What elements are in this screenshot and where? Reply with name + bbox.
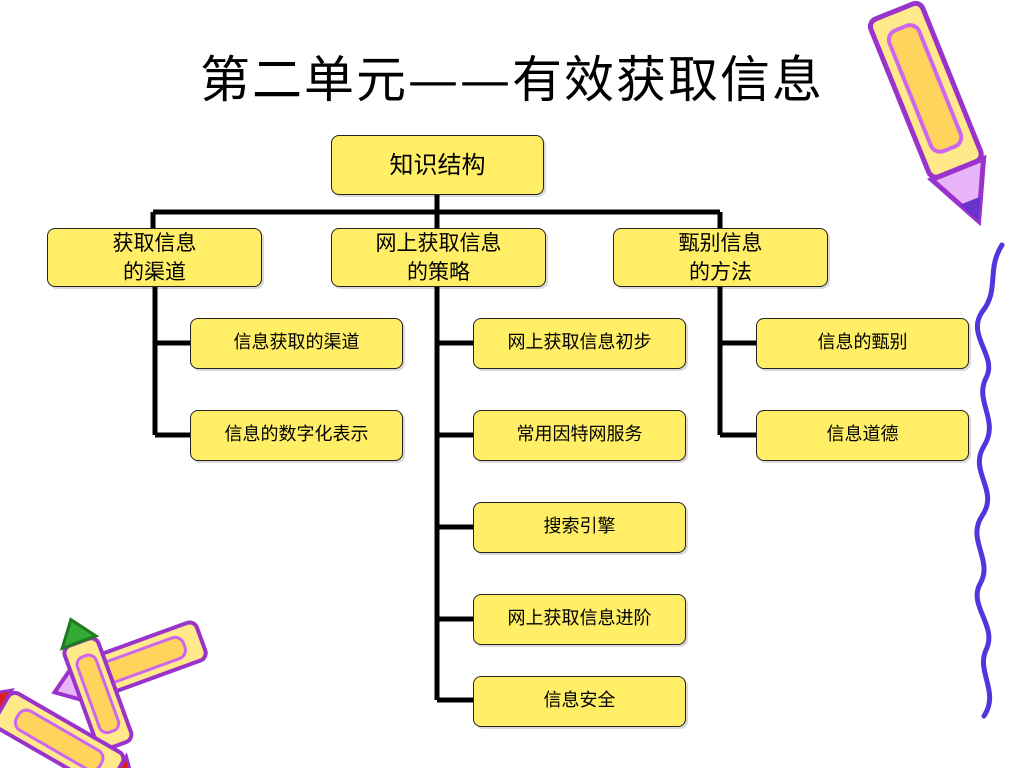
leaf-node: 搜索引擎	[473, 502, 686, 553]
leaf-node: 信息的甄别	[756, 318, 969, 369]
root-node: 知识结构	[331, 135, 544, 195]
branch-node-channels: 获取信息 的渠道	[47, 228, 262, 287]
branch-node-methods: 甄别信息 的方法	[613, 228, 828, 287]
branch-node-strategies: 网上获取信息 的策略	[331, 228, 546, 287]
leaf-node: 常用因特网服务	[473, 410, 686, 461]
leaf-node: 信息道德	[756, 410, 969, 461]
leaf-node: 信息的数字化表示	[190, 410, 403, 461]
leaf-node: 信息安全	[473, 676, 686, 727]
page-title: 第二单元——有效获取信息	[200, 51, 824, 109]
leaf-node: 网上获取信息进阶	[473, 594, 686, 645]
leaf-node: 信息获取的渠道	[190, 318, 403, 369]
leaf-node: 网上获取信息初步	[473, 318, 686, 369]
